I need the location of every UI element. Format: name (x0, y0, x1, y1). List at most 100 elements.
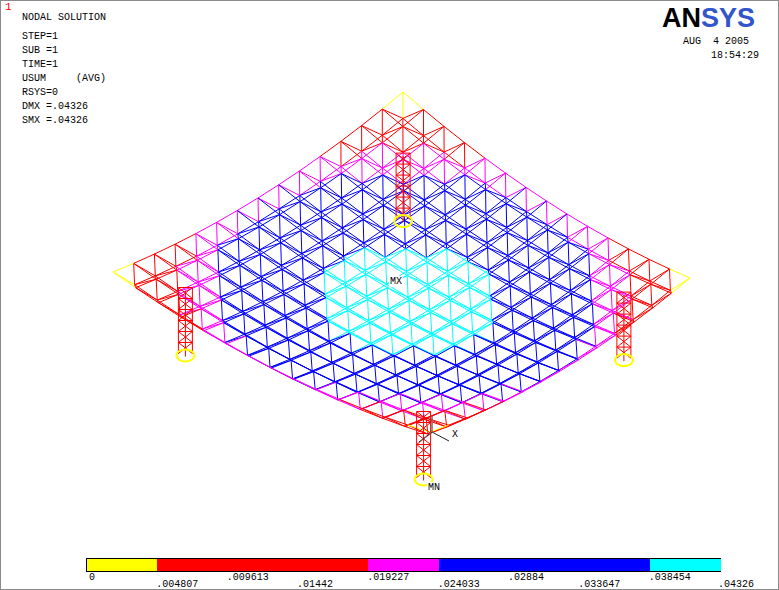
mesh-line (421, 394, 442, 403)
mesh-line (509, 272, 529, 282)
mesh-line (216, 222, 218, 245)
mesh-line (536, 343, 537, 362)
mesh-line (479, 375, 501, 384)
mesh-line (617, 336, 631, 337)
mesh-line (314, 372, 316, 390)
mesh-line (342, 183, 363, 198)
mesh-line (507, 217, 527, 227)
mesh-line (315, 382, 336, 390)
mesh-line (363, 220, 384, 230)
mesh-line (491, 286, 510, 299)
mesh-line (332, 355, 353, 363)
mesh-line (363, 220, 384, 235)
mesh-line (478, 365, 498, 375)
legend-outline (87, 559, 721, 572)
mesh-line (286, 318, 308, 331)
mesh-line (403, 92, 424, 110)
mesh-line (258, 198, 260, 222)
mesh-line (402, 402, 423, 411)
mesh-line (359, 384, 378, 392)
mesh-line (262, 270, 282, 281)
mesh-line (569, 254, 589, 265)
mesh-line (489, 260, 509, 274)
mesh-line (571, 294, 592, 304)
mesh-line (569, 269, 571, 291)
mesh-line (320, 157, 321, 182)
mesh-line (457, 366, 479, 375)
mesh-line (403, 156, 404, 222)
mesh-line (447, 249, 467, 258)
mesh-line (424, 175, 445, 190)
mesh-line (489, 274, 510, 286)
mesh-line (482, 393, 504, 401)
mesh-line (549, 257, 570, 268)
mesh-line (382, 143, 403, 160)
mesh-line (242, 291, 264, 305)
mesh-line (362, 175, 382, 190)
mesh-line (385, 257, 406, 271)
mesh-line (432, 432, 449, 441)
mesh-line (324, 273, 326, 295)
mesh-line (510, 286, 531, 297)
mesh-line (353, 355, 354, 374)
mesh-line (202, 329, 225, 343)
mesh-line (588, 238, 608, 249)
mesh-line (417, 445, 431, 456)
mesh-line (634, 308, 653, 322)
mesh-line (473, 333, 495, 343)
mesh-line (341, 141, 362, 158)
mesh-line (419, 385, 421, 403)
mesh-line (588, 254, 590, 276)
mesh-line (362, 135, 383, 151)
mesh-line (217, 250, 219, 272)
mesh-line (466, 234, 468, 257)
mesh-line (304, 273, 324, 284)
mesh-line (221, 300, 222, 321)
mesh-line (264, 305, 286, 318)
mesh-line (465, 205, 467, 229)
mesh-line (472, 312, 473, 333)
mesh-line (300, 188, 321, 202)
mesh-line (280, 238, 302, 254)
mesh-line (291, 352, 311, 360)
mesh-line (385, 235, 406, 249)
mesh-line (417, 467, 431, 478)
mesh-line (224, 323, 247, 336)
mesh-line (344, 256, 366, 270)
mesh-line (341, 159, 362, 167)
mesh-line (279, 196, 300, 209)
mesh-line (460, 375, 479, 385)
mesh-line (322, 204, 342, 218)
mesh-line (344, 261, 346, 283)
mesh-line (531, 297, 532, 318)
mesh-line (311, 343, 331, 352)
mesh-line (510, 286, 512, 307)
mesh-line (506, 198, 527, 212)
mesh-line (445, 168, 465, 184)
mesh-line (288, 340, 310, 352)
mesh-line (486, 204, 506, 220)
mesh-line (417, 445, 431, 456)
mesh-line (517, 354, 539, 363)
mesh-line (416, 366, 438, 376)
mesh-line (497, 354, 517, 364)
mesh-line (552, 294, 571, 308)
mesh-line (308, 331, 309, 351)
legend-swatch (579, 559, 650, 571)
mesh-line (382, 135, 383, 143)
mesh-line (154, 244, 175, 254)
mesh-line (242, 291, 243, 312)
mesh-line (532, 305, 551, 318)
logo-part: AN (662, 4, 701, 33)
mesh-line (417, 423, 431, 434)
mesh-line (178, 299, 192, 310)
mesh-line (350, 323, 370, 333)
mesh-line (479, 375, 481, 393)
mesh-line (426, 235, 447, 249)
mesh-line (324, 273, 346, 287)
mesh-line (322, 218, 343, 228)
mesh-line (282, 258, 302, 270)
mesh-line (609, 265, 611, 287)
mesh-line (632, 299, 653, 308)
mesh-line (444, 152, 445, 159)
